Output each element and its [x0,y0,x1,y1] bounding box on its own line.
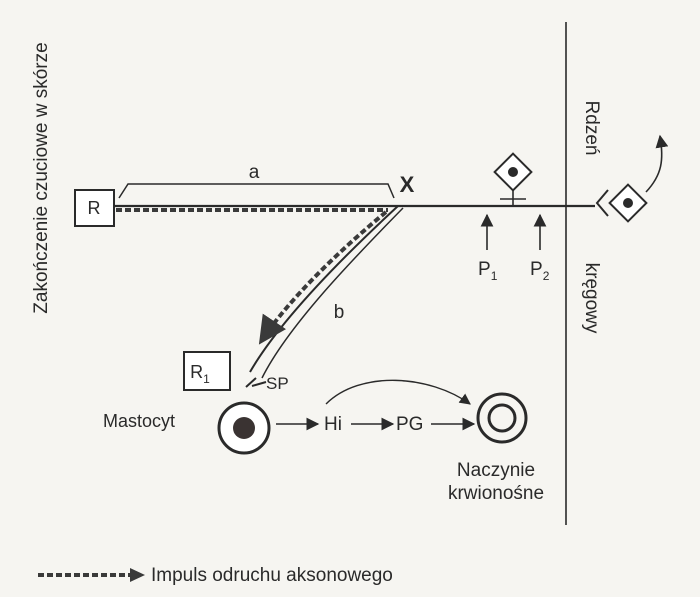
label-a: a [249,162,260,183]
vessel-label-line1: Naczynie [457,460,535,481]
receptor-r-box [74,189,115,227]
p2-label: P2 [530,259,550,283]
mastocyte-nucleus [233,417,255,439]
blood-vessel-inner [487,403,517,433]
spine-label-bottom: kręgowy [581,263,602,334]
axon-reflex-branch-dashed [258,210,388,345]
pg-label: PG [396,414,423,435]
branch-point-x: X [400,172,415,197]
arrow-hi-to-vessel-curve [325,379,471,405]
p1-label: P1 [478,259,498,283]
blood-vessel-outer [476,392,528,444]
vessel-label-line2: krwionośne [448,483,544,504]
legend-label: Impuls odruchu aksonowego [151,565,393,586]
receptor-r1-box [183,351,231,391]
sp-nerve-ending [245,377,267,388]
spine-label-top: Rdzeń [581,101,602,156]
synapse-cup [595,189,609,217]
bracket-a [118,183,395,199]
branch-b-line-inner [261,207,404,379]
branch-b-line-outer [249,205,399,373]
legend-arrowhead [130,568,145,582]
receptor-r-label: R [88,198,101,218]
ganglion-cell-nucleus [508,167,518,177]
sp-label: SP [266,374,289,393]
spinal-neuron-nucleus [623,198,633,208]
mastocyte-label: Mastocyt [103,411,175,431]
side-title: Zakończenie czuciowe w skórze [31,42,52,313]
hi-label: Hi [324,414,342,435]
spinal-output-arrow [645,134,669,193]
receptor-r1-label: R1 [190,362,210,386]
label-b: b [334,302,345,323]
